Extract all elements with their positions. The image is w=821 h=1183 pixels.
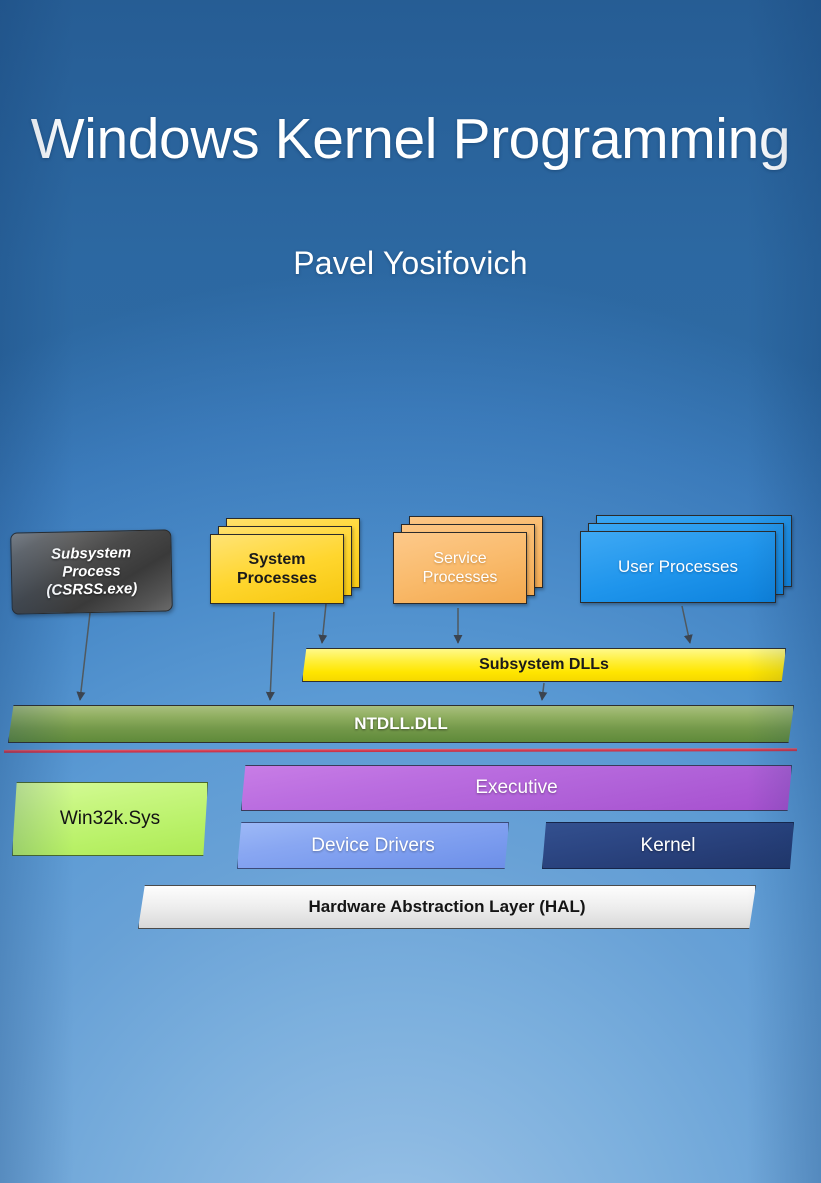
ntdll-label: NTDLL.DLL <box>354 714 448 733</box>
user-processes-stack: User Processes <box>580 515 796 607</box>
user-kernel-boundary-line <box>3 748 798 753</box>
executive-bar: Executive <box>241 765 792 811</box>
page-title: Windows Kernel Programming <box>30 107 791 171</box>
user-processes-label: User Processes <box>618 556 738 576</box>
kernel-label: Kernel <box>640 834 696 856</box>
executive-label: Executive <box>475 777 558 798</box>
win32k-sys-box: Win32k.Sys <box>12 782 208 856</box>
ntdll-bar: NTDLL.DLL <box>8 705 794 743</box>
author-name: Pavel Yosifovich <box>293 244 528 281</box>
service-processes-stack: Service Processes <box>393 516 555 608</box>
hal-bar: Hardware Abstraction Layer (HAL) <box>138 885 756 929</box>
hal-label: Hardware Abstraction Layer (HAL) <box>308 897 586 916</box>
title-block: Windows Kernel Programming Pavel Yosifov… <box>0 108 821 282</box>
system-processes-card-front: System Processes <box>210 534 344 604</box>
subsystem-process-line1: Subsystem <box>50 544 132 564</box>
subsystem-dlls-label: Subsystem DLLs <box>479 656 609 673</box>
win32k-sys-label: Win32k.Sys <box>59 808 161 829</box>
system-processes-line2: Processes <box>236 570 318 587</box>
service-processes-line2: Processes <box>422 569 498 586</box>
subsystem-process-line2: Process <box>62 562 121 581</box>
service-processes-card-front: Service Processes <box>393 532 527 604</box>
system-processes-label: System Processes <box>237 550 317 588</box>
subsystem-process-label: Subsystem Process (CSRSS.exe) <box>46 545 138 600</box>
subsystem-process-csrss-box: Subsystem Process (CSRSS.exe) <box>10 529 173 615</box>
subsystem-process-line3: (CSRSS.exe) <box>46 579 138 599</box>
kernel-bar: Kernel <box>542 822 794 869</box>
system-processes-stack: System Processes <box>210 518 370 610</box>
user-processes-card-front: User Processes <box>580 531 776 603</box>
subsystem-dlls-bar: Subsystem DLLs <box>302 648 786 682</box>
device-drivers-label: Device Drivers <box>311 834 435 856</box>
device-drivers-bar: Device Drivers <box>237 822 509 869</box>
service-processes-line1: Service <box>433 549 487 567</box>
system-processes-line1: System <box>248 550 306 568</box>
service-processes-label: Service Processes <box>423 549 498 587</box>
